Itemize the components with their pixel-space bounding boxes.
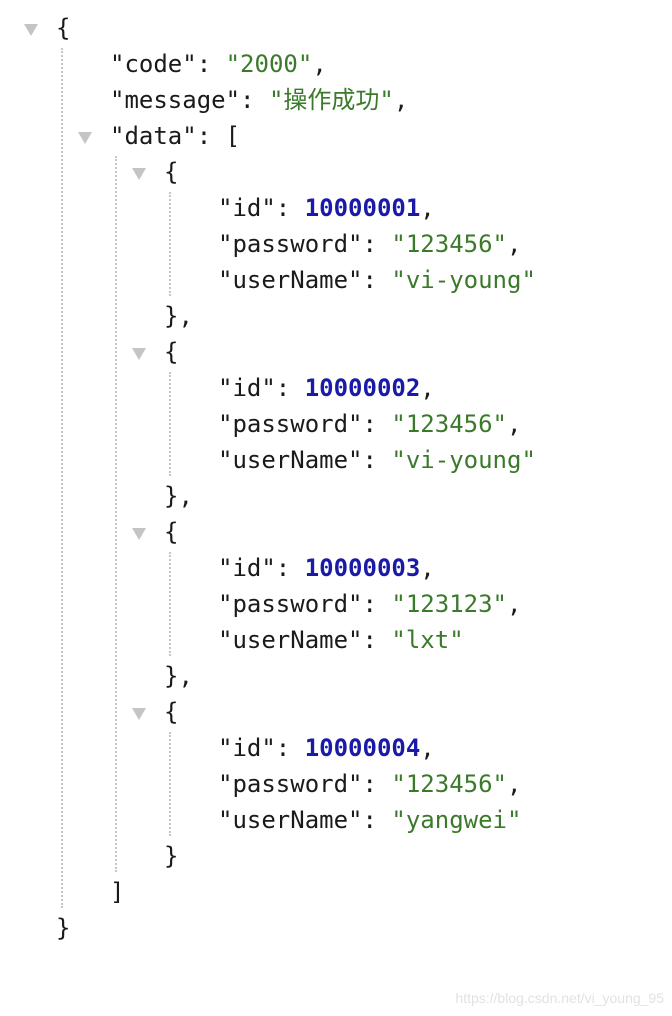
record-indent-guide (169, 192, 171, 296)
record-open: { (164, 158, 179, 186)
record-open: { (164, 698, 179, 726)
record-password-row: "password": "123456", (218, 410, 522, 438)
record-id-row: "id": 10000001, (218, 194, 435, 222)
record-password-row: "password": "123123", (218, 590, 522, 618)
record-id-row: "id": 10000003, (218, 554, 435, 582)
record-username-row: "userName": "lxt" (218, 626, 464, 654)
root-close-brace: } (56, 914, 71, 942)
root-indent-guide (61, 48, 63, 908)
collapse-record-toggle-icon[interactable] (132, 348, 146, 360)
record-open: { (164, 338, 179, 366)
record-indent-guide (169, 552, 171, 656)
code-value: "2000" (225, 50, 313, 78)
record-id-row: "id": 10000004, (218, 734, 435, 762)
message-value: "操作成功" (268, 86, 394, 114)
data-close-bracket: ] (110, 878, 125, 906)
collapse-record-toggle-icon[interactable] (132, 528, 146, 540)
record-password-row: "password": "123456", (218, 230, 522, 258)
record-username-row: "userName": "vi-young" (218, 446, 536, 474)
record-id-row: "id": 10000002, (218, 374, 435, 402)
record-username-row: "userName": "yangwei" (218, 806, 522, 834)
watermark: https://blog.csdn.net/vi_young_95 (455, 990, 664, 1006)
data-indent-guide (115, 156, 117, 872)
collapse-record-toggle-icon[interactable] (132, 708, 146, 720)
record-open: { (164, 518, 179, 546)
code-row: "code": "2000", (110, 50, 327, 78)
record-indent-guide (169, 372, 171, 476)
message-row: "message": "操作成功", (110, 86, 409, 114)
root-open-brace: { (56, 14, 71, 42)
record-username-row: "userName": "vi-young" (218, 266, 536, 294)
record-close: } (164, 842, 179, 870)
record-close: }, (164, 482, 193, 510)
record-close: }, (164, 302, 193, 330)
record-close: }, (164, 662, 193, 690)
data-row: "data": [ (110, 122, 241, 150)
collapse-root-toggle-icon[interactable] (24, 24, 38, 36)
record-indent-guide (169, 732, 171, 836)
record-password-row: "password": "123456", (218, 770, 522, 798)
collapse-record-toggle-icon[interactable] (132, 168, 146, 180)
collapse-data-toggle-icon[interactable] (78, 132, 92, 144)
